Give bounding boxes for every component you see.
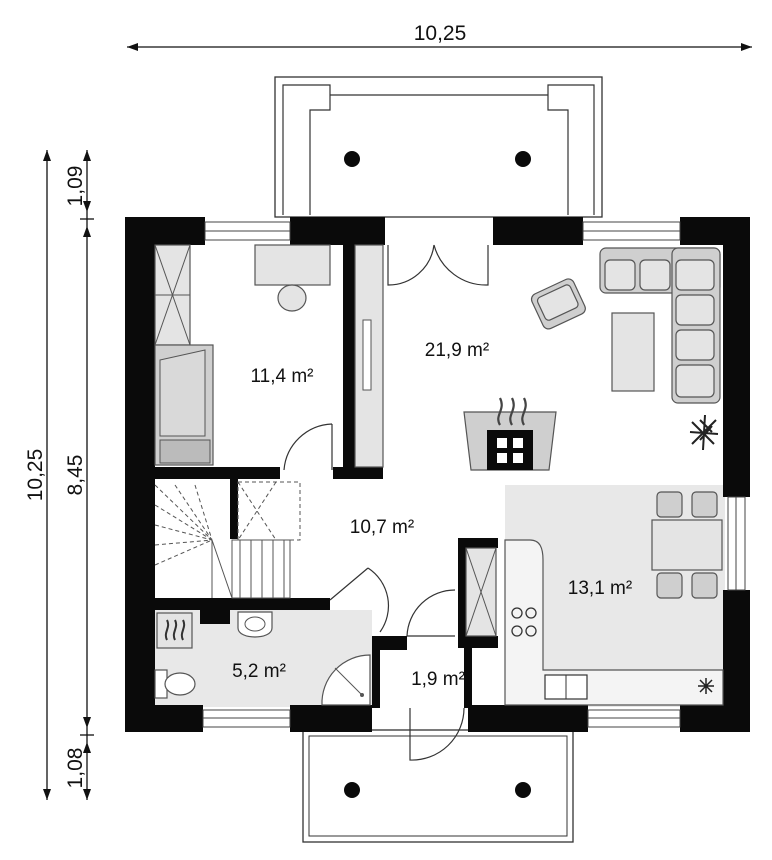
desk [254,244,331,286]
vestibule-wardrobe [465,547,497,637]
boiler [156,612,193,649]
doors [283,244,489,761]
exterior-walls [125,217,750,732]
washbasin [237,611,273,638]
armchair [530,278,586,330]
dimension-total-height: 10,25 [24,449,47,502]
cooktop [511,607,537,637]
terrace-column [344,151,360,167]
plant-small [698,678,714,694]
corner-sofa [599,247,721,404]
room-area-living: 21,9 m² [425,340,489,361]
room-area-vestibule: 1,9 m² [411,669,465,690]
dimension-lines [43,43,752,800]
top-terrace [274,76,603,218]
bottom-terrace [302,729,574,843]
dining-set [651,491,723,599]
kitchen-furniture [504,491,724,706]
interior-walls [152,245,498,708]
plant [689,414,719,451]
windows [202,221,746,728]
dimension-house-depth: 8,45 [64,455,87,496]
staircase [154,481,301,599]
sink [544,674,588,700]
bedroom-furniture [154,244,331,466]
terrace-column [515,782,531,798]
desk-stool [277,284,307,312]
coffee-table [611,312,655,392]
terrace-column [344,782,360,798]
terrace-column [515,151,531,167]
room-area-bathroom: 5,2 m² [232,661,286,682]
living-furniture [354,244,721,471]
toilet [154,669,196,699]
dimension-bottom-terrace: 1,08 [64,748,87,789]
room-area-hall: 10,7 m² [350,517,414,538]
dimension-top-terrace: 1,09 [64,166,87,207]
shower [321,654,371,706]
dimension-total-width: 10,25 [414,22,467,45]
room-area-kitchen: 13,1 m² [568,578,632,599]
bathroom-fixtures [154,611,371,706]
fireplace [463,397,557,471]
room-area-bedroom: 11,4 m² [250,366,313,387]
